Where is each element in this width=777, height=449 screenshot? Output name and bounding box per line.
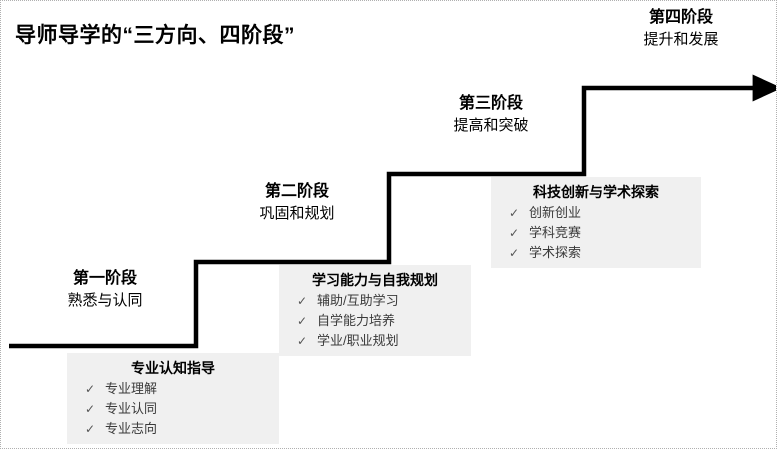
detail-box-1: 专业认知指导 ✓ 专业理解 ✓ 专业认同 ✓ 专业志向 — [67, 353, 279, 445]
check-icon: ✓ — [509, 225, 520, 240]
check-icon: ✓ — [85, 421, 96, 436]
list-item-label: 学术探索 — [529, 244, 582, 260]
check-icon: ✓ — [85, 382, 96, 396]
list-item: ✓ 专业认同 — [75, 399, 271, 419]
detail-box-3-title: 科技创新与学术探索 — [533, 184, 659, 200]
list-item: ✓ 创新创业 — [499, 203, 693, 223]
stage-desc-1: 熟悉与认同 — [67, 291, 143, 309]
detail-box-2: 学习能力与自我规划 ✓ 辅助/互助学习 ✓ 自学能力培养 ✓ 学业/职业规划 — [279, 265, 471, 357]
detail-box-1-title: 专业认知指导 — [131, 360, 215, 376]
check-icon: ✓ — [85, 401, 96, 416]
list-item-label: 学科竞赛 — [529, 224, 582, 240]
stage-label-1: 第一阶段 熟悉与认同 — [17, 268, 193, 311]
stage-name-4: 第四阶段 — [648, 9, 713, 26]
list-item-label: 自学能力培养 — [317, 312, 396, 328]
list-item-label: 创新创业 — [529, 205, 582, 220]
stage-name-3: 第三阶段 — [458, 95, 523, 112]
list-item: ✓ 专业理解 — [75, 379, 271, 399]
list-item: ✓ 学科竞赛 — [499, 223, 693, 243]
list-item: ✓ 辅助/互助学习 — [287, 291, 463, 311]
detail-box-1-list: ✓ 专业理解 ✓ 专业认同 ✓ 专业志向 — [75, 379, 271, 438]
check-icon: ✓ — [297, 333, 308, 348]
list-item-label: 专业认同 — [105, 400, 158, 416]
stage-label-2: 第二阶段 巩固和规划 — [209, 181, 385, 224]
stage-name-1: 第一阶段 — [72, 270, 137, 287]
list-item-label: 学业/职业规划 — [317, 332, 399, 348]
stage-label-3: 第三阶段 提高和突破 — [403, 93, 579, 136]
list-item: ✓ 专业志向 — [75, 419, 271, 439]
check-icon: ✓ — [509, 206, 520, 220]
stage-desc-3: 提高和突破 — [453, 116, 529, 134]
detail-box-3: 科技创新与学术探索 ✓ 创新创业 ✓ 学科竞赛 ✓ 学术探索 — [491, 177, 701, 269]
check-icon: ✓ — [297, 313, 308, 328]
stage-label-4: 第四阶段 提升和发展 — [593, 7, 769, 50]
detail-box-3-list: ✓ 创新创业 ✓ 学科竞赛 ✓ 学术探索 — [499, 203, 693, 262]
page-title: 导师导学的“三方向、四阶段” — [15, 24, 295, 47]
list-item: ✓ 学业/职业规划 — [287, 331, 463, 351]
list-item-label: 辅助/互助学习 — [317, 293, 399, 308]
stage-desc-4: 提升和发展 — [643, 30, 719, 48]
list-item-label: 专业理解 — [105, 381, 158, 396]
list-item-label: 专业志向 — [105, 420, 158, 436]
check-icon: ✓ — [509, 245, 520, 260]
list-item: ✓ 学术探索 — [499, 243, 693, 263]
list-item: ✓ 自学能力培养 — [287, 311, 463, 331]
check-icon: ✓ — [297, 294, 308, 308]
detail-box-2-list: ✓ 辅助/互助学习 ✓ 自学能力培养 ✓ 学业/职业规划 — [287, 291, 463, 350]
detail-box-2-title: 学习能力与自我规划 — [312, 272, 438, 288]
stage-name-2: 第二阶段 — [264, 183, 329, 200]
stage-desc-2: 巩固和规划 — [259, 204, 335, 222]
